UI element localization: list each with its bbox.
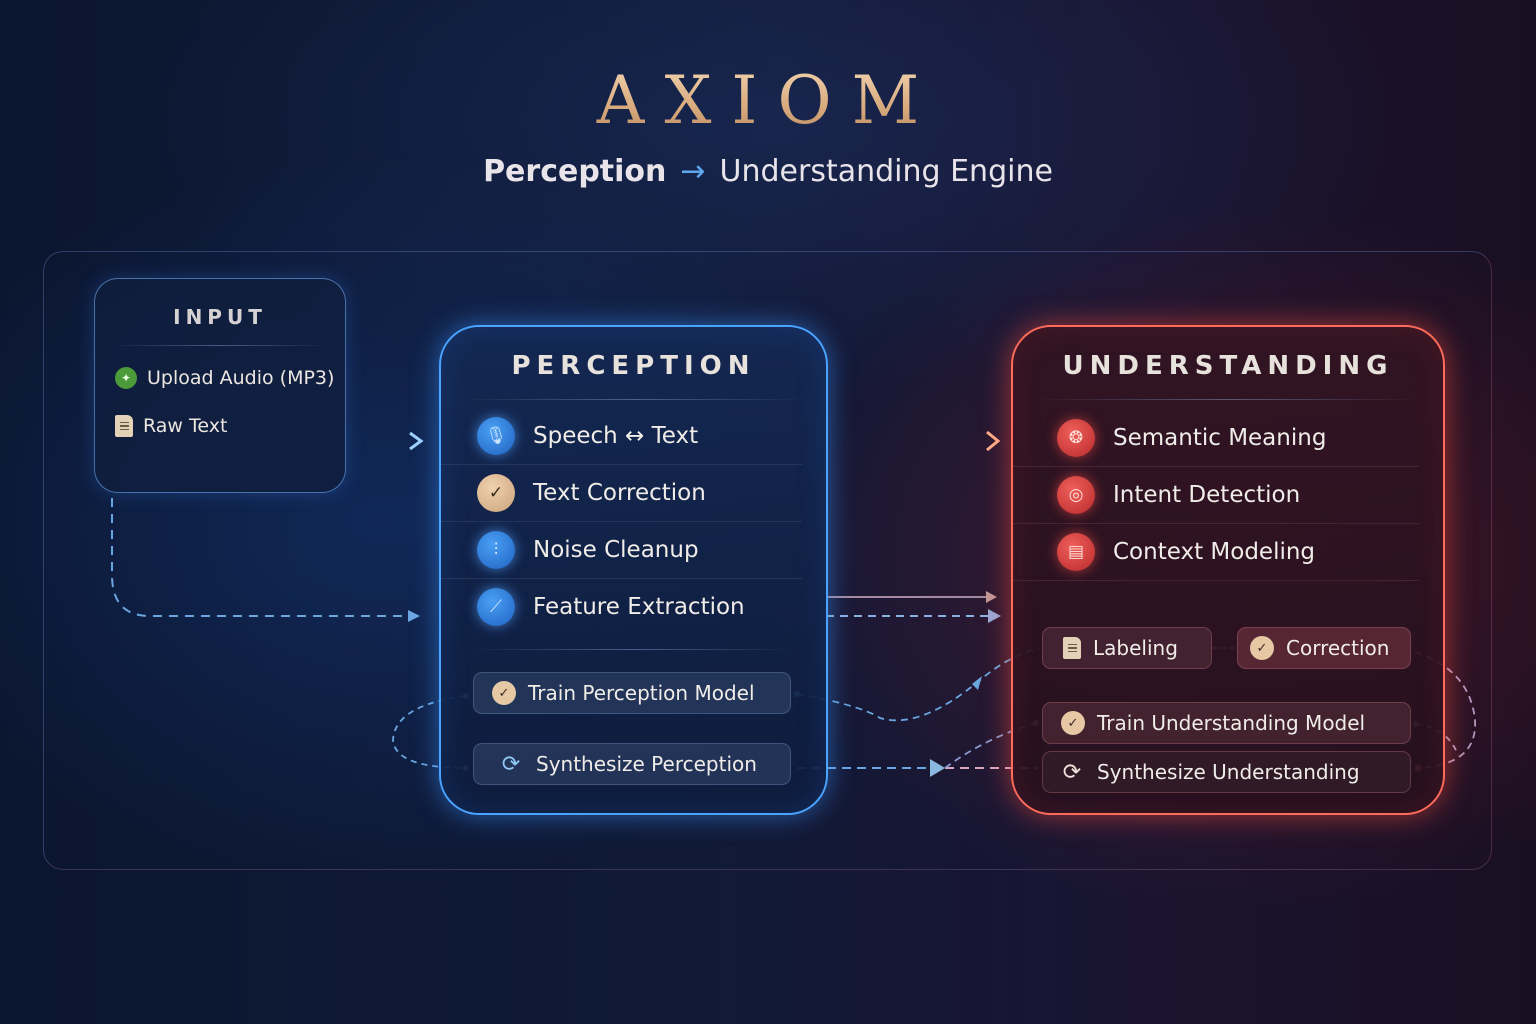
- brain-icon: ❂: [1057, 419, 1095, 457]
- item-label: Semantic Meaning: [1113, 425, 1327, 451]
- tag-label: Labeling: [1093, 636, 1178, 660]
- app-title: AXIOM: [0, 62, 1536, 139]
- checkmark-icon: ✓: [492, 681, 516, 705]
- input-item-label: Upload Audio (MP3): [147, 367, 335, 389]
- understanding-item-intent-detection[interactable]: ◎ Intent Detection: [1013, 467, 1419, 524]
- input-title: INPUT: [173, 305, 267, 329]
- line-chart-icon: ⟋: [477, 588, 515, 626]
- sync-icon: ⟳: [1062, 759, 1082, 785]
- document-icon: [115, 415, 133, 437]
- input-raw-text[interactable]: Raw Text: [115, 402, 345, 450]
- perception-panel: PERCEPTION 🎙 Speech ↔ Text ✓ Text Correc…: [439, 325, 828, 815]
- audio-wave-icon: ✦: [115, 367, 137, 389]
- diagram-frame: [43, 251, 1492, 870]
- button-label: Train Understanding Model: [1097, 711, 1366, 735]
- document-icon: [1063, 637, 1081, 659]
- labeling-tag[interactable]: Labeling: [1042, 627, 1212, 669]
- waveform-icon: ⫶: [477, 531, 515, 569]
- item-label: Speech ↔ Text: [533, 423, 699, 449]
- divider: [1033, 399, 1423, 400]
- button-label: Synthesize Perception: [536, 752, 757, 776]
- correction-tag[interactable]: ✓ Correction: [1237, 627, 1411, 669]
- train-understanding-model-button[interactable]: ✓ Train Understanding Model: [1042, 702, 1411, 744]
- button-label: Train Perception Model: [528, 681, 755, 705]
- divider: [461, 399, 806, 400]
- input-upload-audio[interactable]: ✦ Upload Audio (MP3): [115, 354, 345, 402]
- input-item-label: Raw Text: [143, 415, 228, 437]
- subtitle-perception: Perception: [483, 154, 667, 189]
- microphone-icon: 🎙: [477, 417, 515, 455]
- tag-label: Correction: [1286, 636, 1390, 660]
- layers-icon: ▤: [1057, 533, 1095, 571]
- arrow-right-icon: →: [680, 154, 706, 189]
- divider: [471, 649, 796, 650]
- item-label: Intent Detection: [1113, 482, 1301, 508]
- subtitle: Perception → Understanding Engine: [0, 154, 1536, 189]
- perception-item-speech-text[interactable]: 🎙 Speech ↔ Text: [441, 408, 802, 465]
- item-label: Context Modeling: [1113, 539, 1316, 565]
- perception-item-text-correction[interactable]: ✓ Text Correction: [441, 465, 802, 522]
- checkmark-icon: ✓: [477, 474, 515, 512]
- item-label: Noise Cleanup: [533, 537, 699, 563]
- perception-item-feature-extraction[interactable]: ⟋ Feature Extraction: [441, 579, 802, 635]
- train-perception-model-button[interactable]: ✓ Train Perception Model: [473, 672, 791, 714]
- button-label: Synthesize Understanding: [1097, 760, 1360, 784]
- perception-item-noise-cleanup[interactable]: ⫶ Noise Cleanup: [441, 522, 802, 579]
- perception-title: PERCEPTION: [511, 351, 756, 381]
- understanding-item-semantic-meaning[interactable]: ❂ Semantic Meaning: [1013, 410, 1419, 467]
- item-label: Text Correction: [533, 480, 706, 506]
- synthesize-understanding-button[interactable]: ⟳ Synthesize Understanding: [1042, 751, 1411, 793]
- understanding-item-context-modeling[interactable]: ▤ Context Modeling: [1013, 524, 1419, 581]
- sync-icon: ⟳: [501, 751, 521, 777]
- target-icon: ◎: [1057, 476, 1095, 514]
- understanding-title: UNDERSTANDING: [1062, 351, 1394, 381]
- input-panel: INPUT ✦ Upload Audio (MP3) Raw Text: [94, 278, 346, 493]
- item-label: Feature Extraction: [533, 594, 745, 620]
- subtitle-understanding: Understanding Engine: [719, 154, 1053, 189]
- understanding-panel: UNDERSTANDING ❂ Semantic Meaning ◎ Inten…: [1011, 325, 1445, 815]
- synthesize-perception-button[interactable]: ⟳ Synthesize Perception: [473, 743, 791, 785]
- divider: [109, 345, 331, 346]
- checkmark-icon: ✓: [1061, 711, 1085, 735]
- checkmark-icon: ✓: [1250, 636, 1274, 660]
